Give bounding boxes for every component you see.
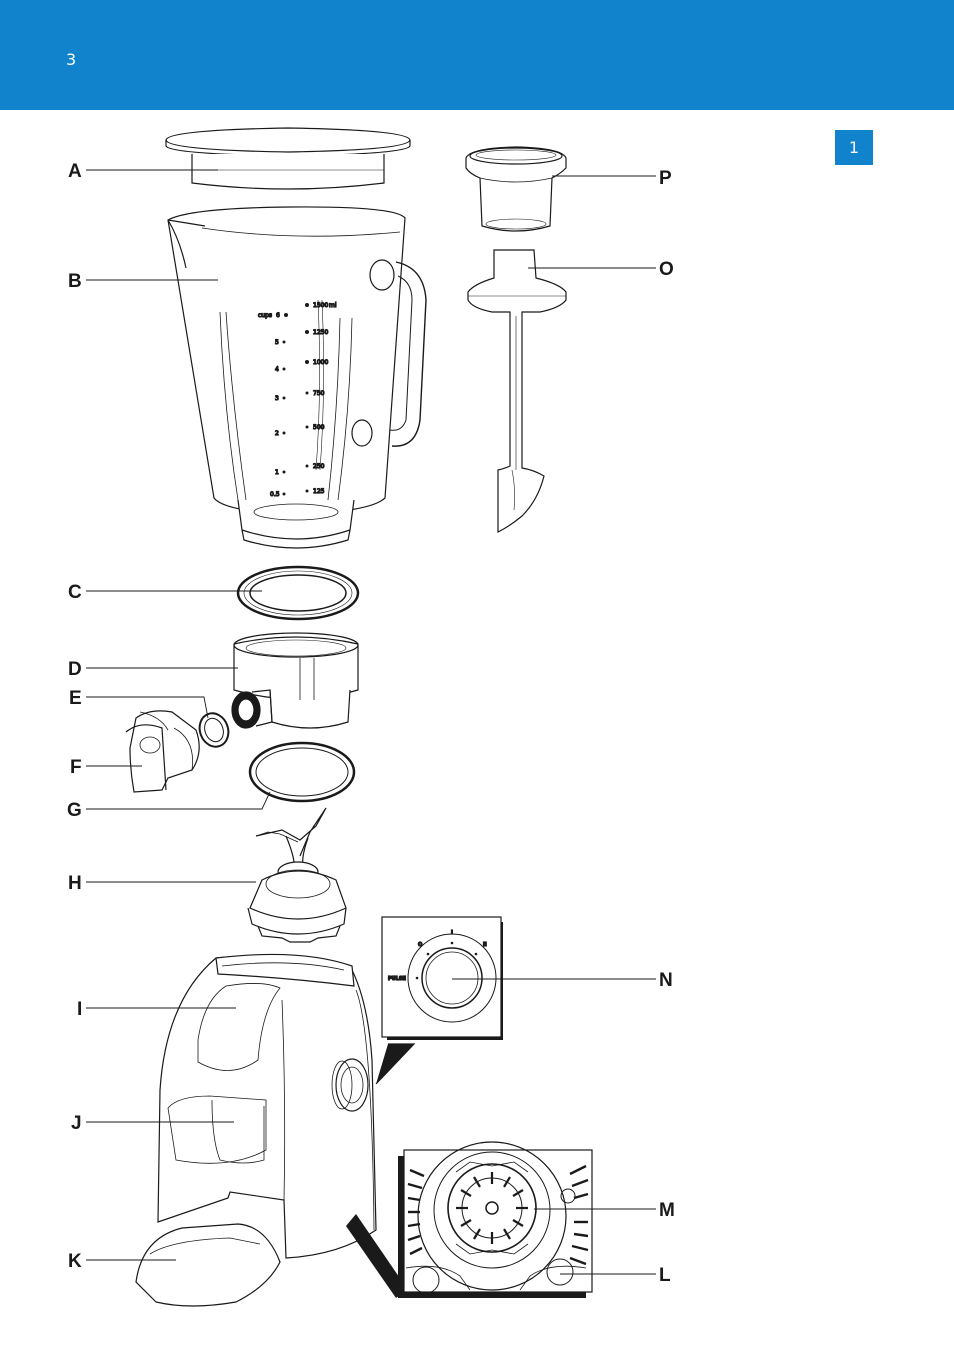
cup-mark-1: 1 [275,469,279,476]
figure-number-badge: 1 [835,130,873,165]
label-I: I [77,999,82,1020]
label-J: J [71,1113,82,1134]
part-lid [165,127,411,190]
part-blade-unit [247,807,347,943]
ml-unit: ml [329,302,337,309]
part-sealing-ring [236,565,360,621]
page-number: 3 [66,50,77,69]
label-L: L [659,1265,671,1286]
cup-mark-4: 4 [275,366,279,373]
header-bar [0,0,954,110]
label-O: O [659,259,674,280]
label-C: C [68,582,82,603]
ml-mark-500: 500 [313,424,325,431]
cup-mark-3: 3 [275,395,279,402]
ml-mark-250: 250 [313,463,325,470]
part-measuring-cup [465,146,567,232]
label-D: D [68,659,82,680]
label-N: N [659,970,673,991]
part-motor-unit [157,953,377,1259]
cups-label: cups [258,312,272,319]
part-jar-base [231,632,359,729]
label-K: K [68,1251,82,1272]
label-E: E [69,688,82,709]
ml-mark-1000: 1000 [313,359,328,366]
bottom-view-inset [346,1141,593,1298]
label-F: F [70,757,82,778]
motor-vent-slots [456,1172,528,1244]
ml-mark-1250: 1250 [313,329,328,336]
part-gasket [248,741,356,803]
label-H: H [68,873,82,894]
position-2: II [483,942,487,948]
label-B: B [68,271,82,292]
part-tap-ring [198,712,230,748]
cup-mark-6: 6 [276,312,280,319]
part-cord-cover [135,1223,281,1307]
ml-mark-125: 125 [313,488,325,495]
cup-mark-half: 0.5 [270,491,280,498]
ml-mark-750: 750 [313,390,325,397]
label-M: M [659,1200,675,1221]
cup-mark-2: 2 [275,430,279,437]
label-A: A [68,161,82,182]
part-tap [125,710,200,793]
pulse-label: PULSE [388,976,407,982]
label-P: P [659,168,672,189]
part-spatula [467,249,567,533]
part-blender-jar: cups 6 5 4 3 2 1 0.5 1500 ml 1250 1000 7… [167,206,427,549]
ml-mark-1500: 1500 [313,302,328,309]
position-off: O [418,942,422,948]
label-G: G [67,800,82,821]
callout-lines [86,169,656,1275]
control-panel-inset: O I II PULSE [375,916,503,1085]
position-1: I [451,930,453,936]
cup-mark-5: 5 [275,339,279,346]
